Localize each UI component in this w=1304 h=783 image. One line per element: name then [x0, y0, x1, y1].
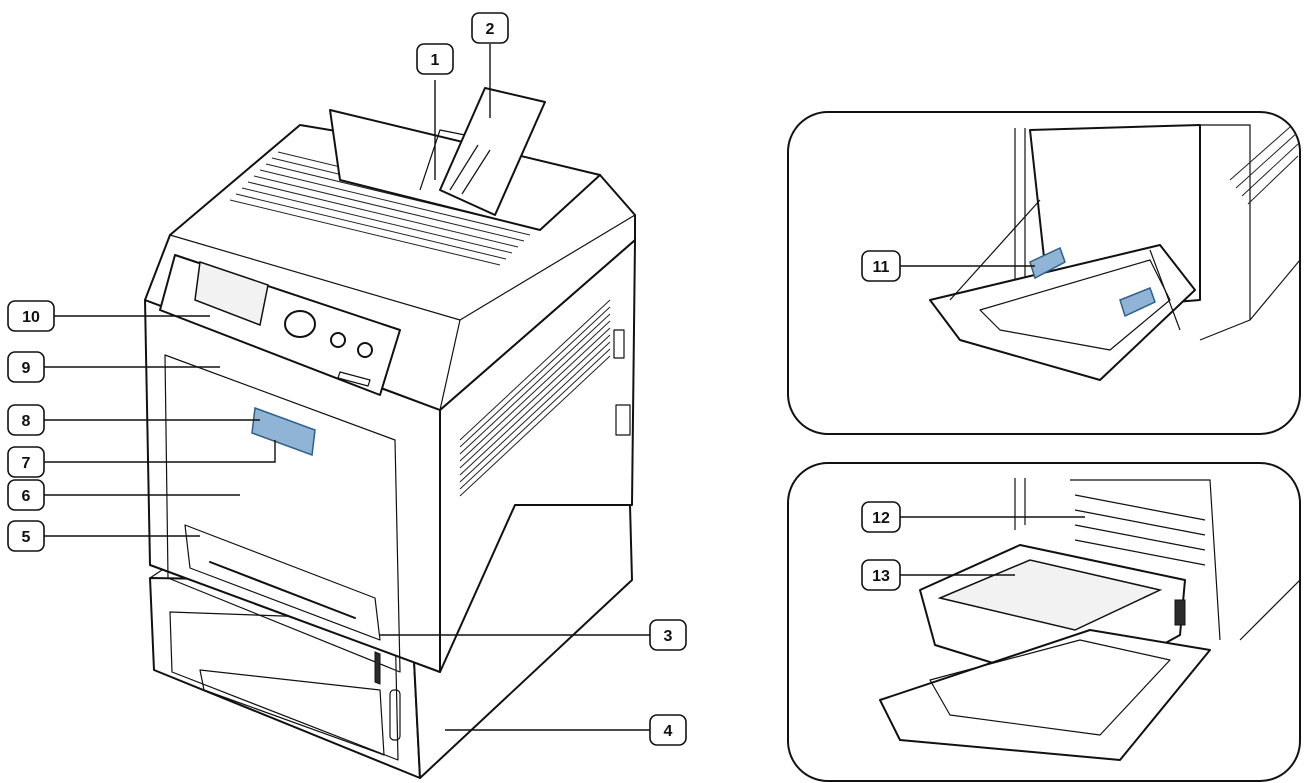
callout-4-label: 4 — [664, 723, 673, 740]
inset-imaging-unit — [787, 462, 1301, 782]
callout-13-label: 13 — [872, 568, 890, 585]
power-button — [284, 310, 316, 338]
callout-11-label: 11 — [873, 259, 890, 276]
output-support — [439, 87, 546, 216]
callout-5-label: 5 — [22, 529, 31, 546]
callout-9-label: 9 — [22, 360, 31, 377]
callout-1-label: 1 — [431, 52, 440, 69]
callout-12-label: 12 — [872, 510, 890, 527]
callout-2-label: 2 — [486, 21, 495, 38]
leader-lines — [44, 44, 1085, 731]
paper-guide-right — [1119, 287, 1156, 318]
callout-6-label: 6 — [22, 488, 31, 505]
side-vents — [459, 299, 611, 497]
callout-9: 9 — [7, 351, 45, 383]
callout-11: 11 — [861, 250, 901, 282]
callout-8-label: 8 — [22, 413, 31, 430]
front-door — [164, 354, 401, 685]
callout-2: 2 — [471, 12, 509, 44]
callout-7-label: 7 — [22, 455, 31, 472]
callout-1: 1 — [416, 43, 454, 75]
control-panel — [159, 254, 401, 396]
callout-3-label: 3 — [664, 628, 673, 645]
door-handle — [251, 406, 316, 457]
callout-5: 5 — [7, 520, 45, 552]
callout-10-label: 10 — [22, 309, 40, 326]
callout-3: 3 — [649, 619, 687, 651]
callout-10: 10 — [7, 300, 55, 332]
callout-13: 13 — [861, 559, 901, 591]
paper-level-indicator — [374, 651, 381, 685]
paper-guide-left — [1029, 246, 1066, 280]
callout-7: 7 — [7, 446, 45, 478]
display-screen — [194, 260, 269, 327]
callout-12: 12 — [861, 501, 901, 533]
printer-main-illustration — [144, 87, 636, 779]
callout-6: 6 — [7, 479, 45, 511]
callout-4: 4 — [649, 714, 687, 746]
inset-mp-tray — [787, 111, 1301, 435]
callout-8: 8 — [7, 404, 45, 436]
